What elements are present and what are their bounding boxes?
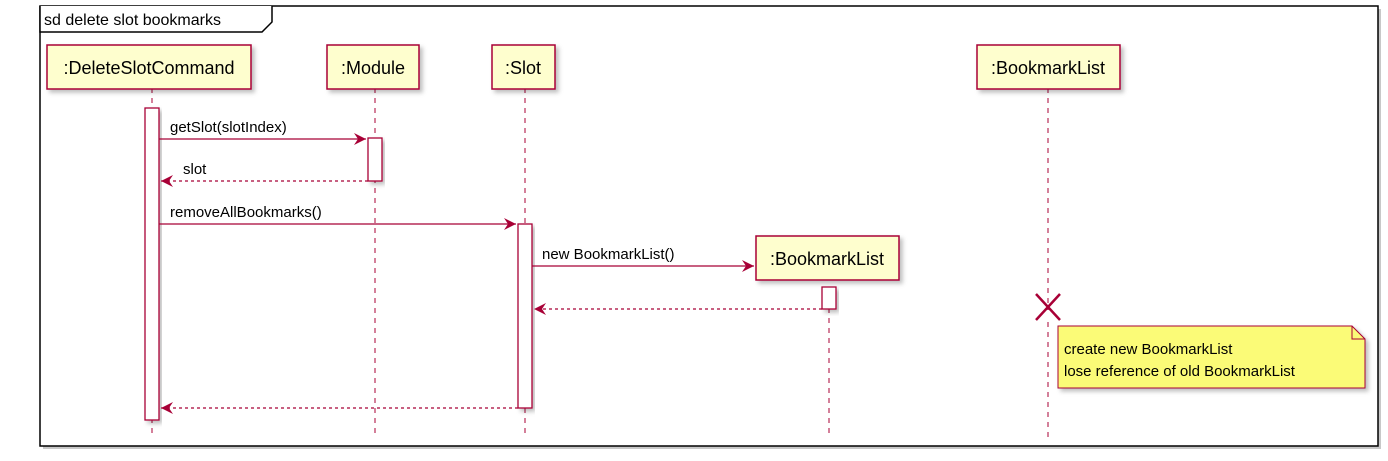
participant-module: :Module — [326, 44, 420, 90]
frame-tab — [39, 6, 273, 33]
participant-slot: :Slot — [491, 44, 556, 90]
activation-module — [367, 137, 383, 182]
note-box: create new BookmarkList lose reference o… — [1057, 325, 1366, 389]
participant-new-bookmark-list: :BookmarkList — [755, 235, 900, 281]
message-label: getSlot(slotIndex) — [170, 119, 287, 136]
frame-title: sd delete slot bookmarks — [44, 12, 221, 29]
participant-label: :Slot — [505, 58, 541, 78]
participant-label: :DeleteSlotCommand — [63, 58, 234, 78]
destroy-x-icon — [1035, 293, 1061, 321]
message-get-slot: getSlot(slotIndex) — [159, 119, 366, 145]
message-remove-all-bookmarks: removeAllBookmarks() — [159, 204, 516, 230]
note-line-1: create new BookmarkList — [1064, 341, 1233, 358]
activation-new-bookmark-list — [821, 286, 837, 310]
note-line-2: lose reference of old BookmarkList — [1064, 363, 1296, 380]
participant-label: :BookmarkList — [991, 58, 1105, 78]
activation-delete-slot-command — [144, 107, 160, 421]
participant-delete-slot-command: :DeleteSlotCommand — [46, 44, 252, 90]
message-label: removeAllBookmarks() — [170, 204, 322, 221]
sequence-frame: sd delete slot bookmarks — [39, 5, 1381, 449]
message-label: new BookmarkList() — [542, 246, 675, 263]
participant-label: :Module — [341, 58, 405, 78]
participant-old-bookmark-list: :BookmarkList — [976, 44, 1121, 90]
message-new-bookmark-list: new BookmarkList() — [532, 246, 754, 272]
message-get-slot-return: slot — [161, 161, 368, 187]
activation-slot — [517, 223, 533, 409]
message-label: slot — [183, 161, 207, 178]
participant-label: :BookmarkList — [770, 249, 884, 269]
